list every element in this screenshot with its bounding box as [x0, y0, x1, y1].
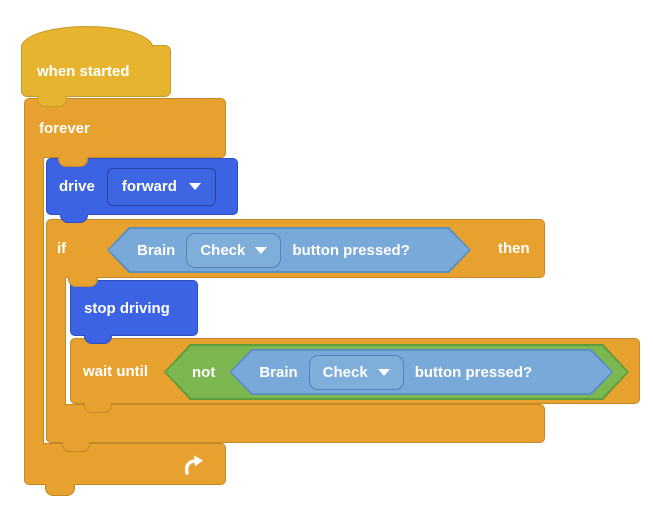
forever-bottom-tab: [45, 484, 75, 496]
if-bottom-bar[interactable]: [46, 404, 545, 443]
button-select-dropdown[interactable]: Check: [309, 355, 404, 390]
button-select-value: Check: [322, 363, 368, 381]
forever-label: forever: [39, 119, 90, 137]
when-started-hat-block[interactable]: when started: [21, 45, 171, 97]
when-started-bottom-tab: [37, 96, 67, 107]
wait-until-label: wait until: [83, 362, 148, 380]
drive-label: drive: [59, 178, 95, 195]
brain-device-label: Brain: [259, 363, 298, 381]
when-started-hat-dome[interactable]: [21, 26, 153, 47]
if-block[interactable]: if Brain Check button pressed? then: [46, 219, 545, 278]
brain-device-label: Brain: [137, 241, 176, 259]
forever-inner-top-tab: [58, 157, 88, 167]
wait-until-bottom-tab: [84, 403, 112, 413]
button-select-dropdown[interactable]: Check: [186, 233, 281, 268]
if-label: if: [57, 240, 67, 257]
when-started-label: when started: [37, 62, 130, 80]
then-label: then: [498, 240, 530, 257]
drive-direction-value: forward: [121, 178, 177, 195]
button-pressed-label: button pressed?: [292, 241, 410, 259]
stop-driving-bottom-tab: [84, 335, 112, 344]
drive-direction-dropdown[interactable]: forward: [106, 167, 216, 206]
if-inner-top-tab: [68, 277, 98, 287]
wait-until-block[interactable]: wait until not Brain Check button presse…: [70, 338, 640, 404]
dropdown-arrow-icon: [188, 183, 201, 190]
if-left-spine[interactable]: [46, 277, 66, 406]
not-operator[interactable]: not Brain Check button pressed?: [164, 344, 629, 400]
stop-driving-block[interactable]: stop driving: [70, 280, 198, 336]
not-label: not: [192, 363, 216, 381]
forever-bottom-bar[interactable]: [24, 443, 226, 485]
drive-bottom-tab: [60, 214, 88, 223]
button-select-value: Check: [200, 241, 246, 259]
stop-driving-label: stop driving: [84, 299, 170, 317]
forever-left-spine[interactable]: [24, 157, 44, 445]
button-pressed-label: button pressed?: [414, 363, 533, 381]
brain-button-pressed-condition[interactable]: Brain Check button pressed?: [229, 349, 613, 395]
forever-block[interactable]: forever: [24, 98, 226, 158]
dropdown-arrow-icon: [378, 369, 390, 376]
dropdown-arrow-icon: [255, 247, 267, 254]
brain-button-pressed-condition[interactable]: Brain Check button pressed?: [107, 227, 471, 273]
loop-arrow-icon: [184, 455, 203, 475]
if-bottom-tab: [62, 442, 90, 452]
